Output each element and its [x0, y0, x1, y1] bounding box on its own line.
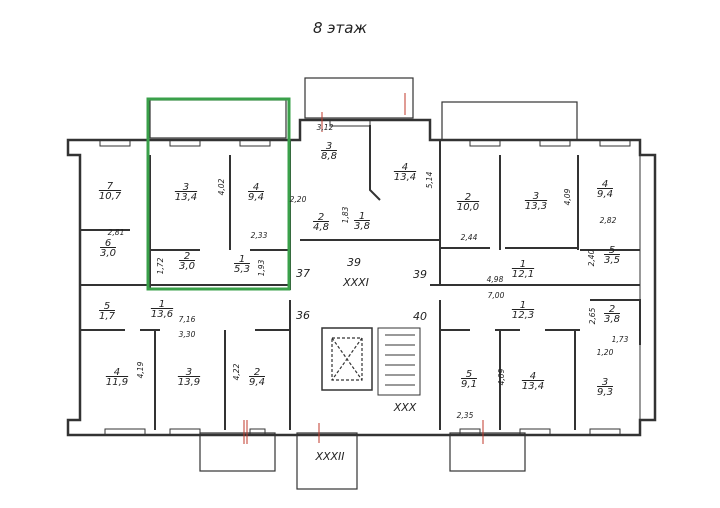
selected-apartment-highlight [146, 97, 291, 291]
axis-label: 37 [296, 267, 310, 280]
axis-label: 40 [413, 310, 427, 323]
dimension-label: 2,81 [107, 228, 125, 237]
dimension-label: 2,40 [587, 249, 596, 267]
balcony-top-right [441, 101, 578, 141]
dimension-label: 1,72 [156, 257, 165, 275]
section-label: XXX [393, 401, 417, 414]
dimension-label: 3,30 [178, 330, 196, 339]
axis-label: 36 [296, 309, 310, 322]
dimension-label: 1,20 [596, 348, 614, 357]
section-label: XXXII [315, 450, 345, 463]
dimension-label: 4,02 [217, 178, 226, 196]
dimension-label: 7,00 [487, 291, 505, 300]
dimension-label: 7,16 [178, 315, 196, 324]
dimension-label: 4,09 [497, 368, 506, 386]
axis-label: 39 [347, 256, 361, 269]
balcony-top-center [304, 77, 414, 119]
balcony-bottom-right [449, 432, 526, 472]
dimension-label: 4,22 [232, 363, 241, 381]
dimension-label: 1,73 [611, 335, 629, 344]
dimension-label: 4,19 [136, 361, 145, 379]
balcony-bottom-left [199, 432, 276, 472]
section-label: XXXI [343, 276, 369, 289]
dimension-label: 2,33 [250, 231, 268, 240]
dimension-label: 1,83 [341, 206, 350, 224]
balcony-top-left [149, 99, 287, 139]
floor-title: 8 этаж [313, 19, 367, 37]
dimension-label: 4,98 [486, 275, 504, 284]
balcony-bottom-center [296, 432, 358, 490]
dimension-label: 1,93 [257, 259, 266, 277]
axis-label: 39 [413, 268, 427, 281]
dimension-label: 5,14 [425, 171, 434, 189]
dimension-label: 2,82 [599, 216, 617, 225]
dimension-label: 2,20 [289, 195, 307, 204]
dimension-label: 3,12 [316, 123, 334, 132]
dimension-label: 4,09 [563, 188, 572, 206]
dimension-label: 2,35 [456, 411, 474, 420]
dimension-label: 2,65 [588, 307, 597, 325]
dimension-label: 2,44 [460, 233, 478, 242]
